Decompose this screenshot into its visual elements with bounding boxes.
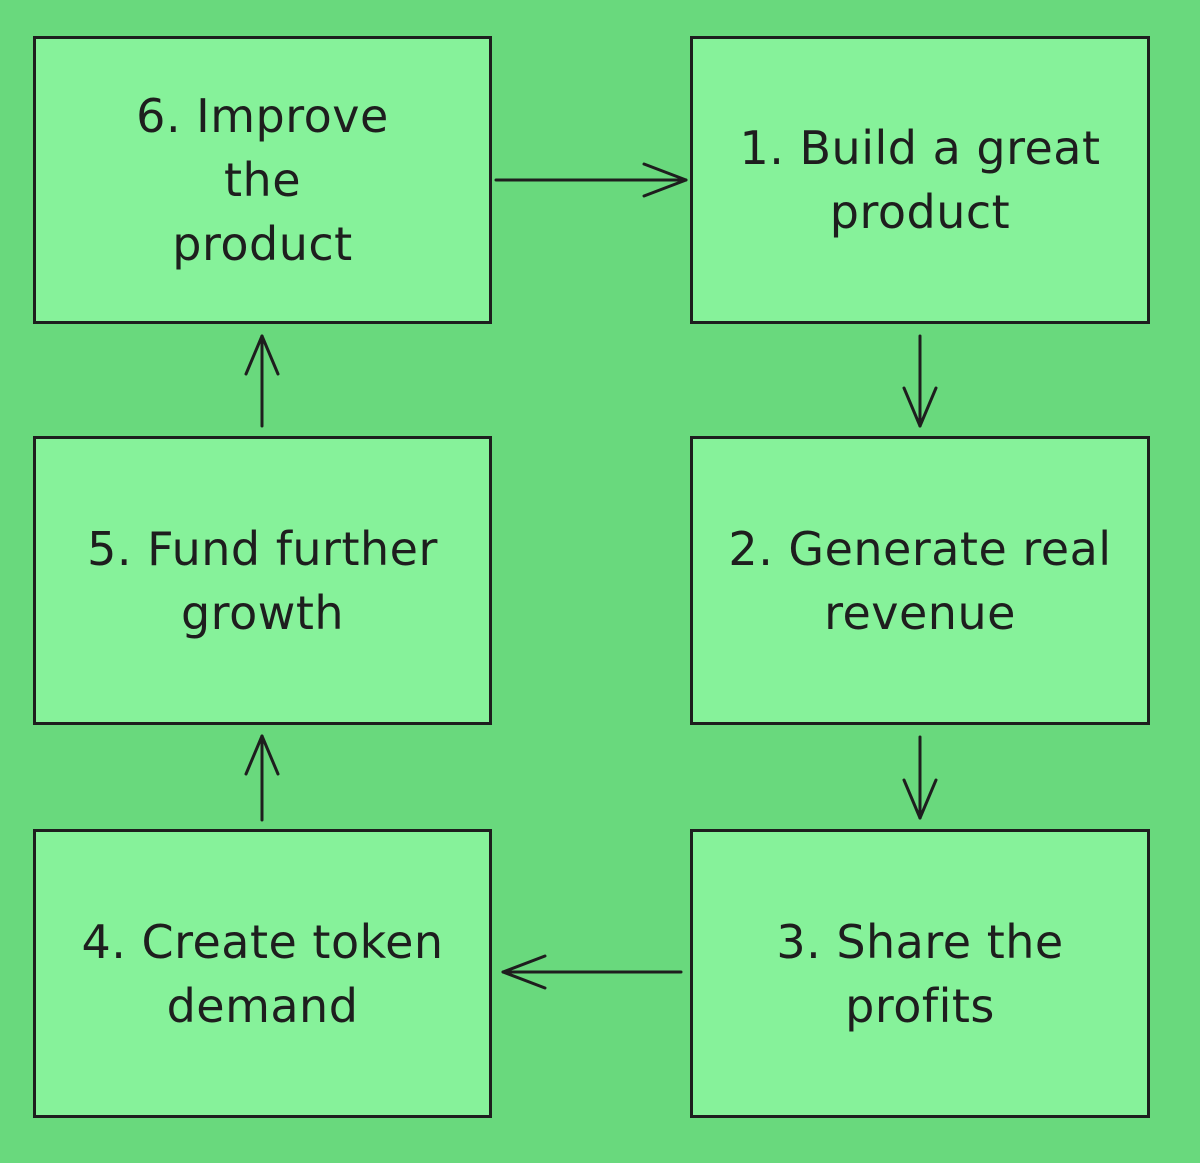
step-3-box: 3. Share the profits: [690, 829, 1150, 1118]
arrow-2-to-3: [902, 735, 938, 820]
step-5-label: 5. Fund further growth: [87, 521, 438, 640]
step-4-box: 4. Create token demand: [33, 829, 492, 1118]
step-3-label: 3. Share the profits: [776, 914, 1064, 1033]
arrow-5-to-6: [244, 334, 280, 428]
arrow-4-to-5: [244, 734, 280, 822]
arrow-3-to-4: [501, 954, 683, 990]
step-2-box: 2. Generate real revenue: [690, 436, 1150, 725]
step-1-label: 1. Build a great product: [739, 121, 1101, 239]
step-6-box: 6. Improve the product: [33, 36, 492, 324]
step-4-label: 4. Create token demand: [81, 914, 444, 1033]
step-2-label: 2. Generate real revenue: [728, 521, 1112, 640]
step-6-label: 6. Improve the product: [136, 89, 389, 271]
arrow-6-to-1: [494, 162, 688, 198]
step-1-box: 1. Build a great product: [690, 36, 1150, 324]
arrow-1-to-2: [902, 334, 938, 428]
step-5-box: 5. Fund further growth: [33, 436, 492, 725]
